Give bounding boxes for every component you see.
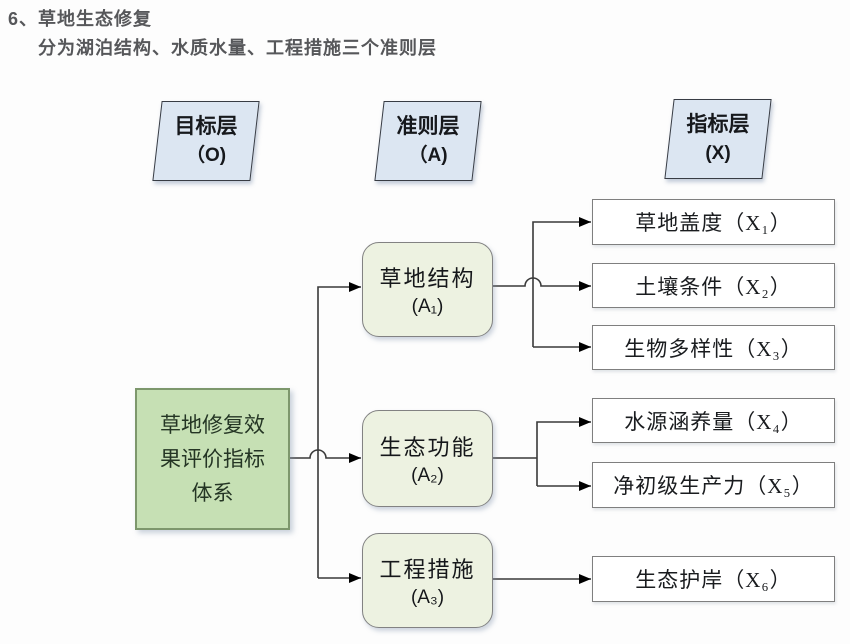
- layer-header-goal-code: （O): [185, 145, 227, 167]
- connector-criteria1-to-indicator2: [493, 277, 591, 291]
- criteria-box-engineering: 工程措施 (A₃): [362, 533, 493, 628]
- criteria-box-code: (A₂): [411, 465, 444, 486]
- connector-trunk-to-criteria1: [317, 282, 361, 578]
- layer-header-goal-label: 目标层: [174, 115, 238, 138]
- criteria-box-name: 工程措施: [379, 557, 476, 582]
- layer-header-criteria: 准则层 （A): [374, 101, 482, 181]
- layer-header-goal: 目标层 （O): [152, 101, 260, 181]
- layer-header-indicator-label: 指标层: [686, 113, 750, 136]
- indicator-box-water-conservation: 水源涵养量（X₄）: [592, 398, 835, 443]
- indicator-box-eco-revetment: 生态护岸（X₆）: [592, 556, 835, 602]
- page-subtitle: 分为湖泊结构、水质水量、工程措施三个准则层: [38, 38, 437, 58]
- connector-branch2-to-indicator4: [536, 417, 591, 486]
- layer-header-criteria-label: 准则层: [396, 115, 460, 138]
- criteria-box-eco-function: 生态功能 (A₂): [362, 410, 493, 507]
- criteria-box-grass-structure: 草地结构 (A₁): [362, 242, 493, 337]
- page-title: 6、草地生态修复: [8, 9, 153, 29]
- connector-branch1-to-indicator1: [532, 217, 591, 347]
- goal-box: 草地修复效果评价指标体系: [135, 388, 290, 530]
- indicator-box-net-primary-productivity: 净初级生产力（X₅）: [592, 462, 835, 508]
- indicator-box-grass-coverage: 草地盖度（X₁）: [592, 199, 835, 245]
- criteria-box-code: (A₁): [411, 296, 444, 317]
- layer-header-indicator-code: (X): [705, 143, 731, 165]
- layer-header-indicator: 指标层 (X): [664, 99, 772, 179]
- criteria-box-name: 草地结构: [379, 266, 476, 291]
- indicator-box-biodiversity: 生物多样性（X₃）: [592, 325, 835, 370]
- layer-header-criteria-code: （A): [408, 145, 448, 167]
- criteria-box-code: (A₃): [410, 587, 445, 608]
- criteria-box-name: 生态功能: [379, 435, 476, 460]
- indicator-box-soil-condition: 土壤条件（X₂）: [592, 263, 835, 308]
- connector-goal-to-criteria2: [290, 449, 361, 463]
